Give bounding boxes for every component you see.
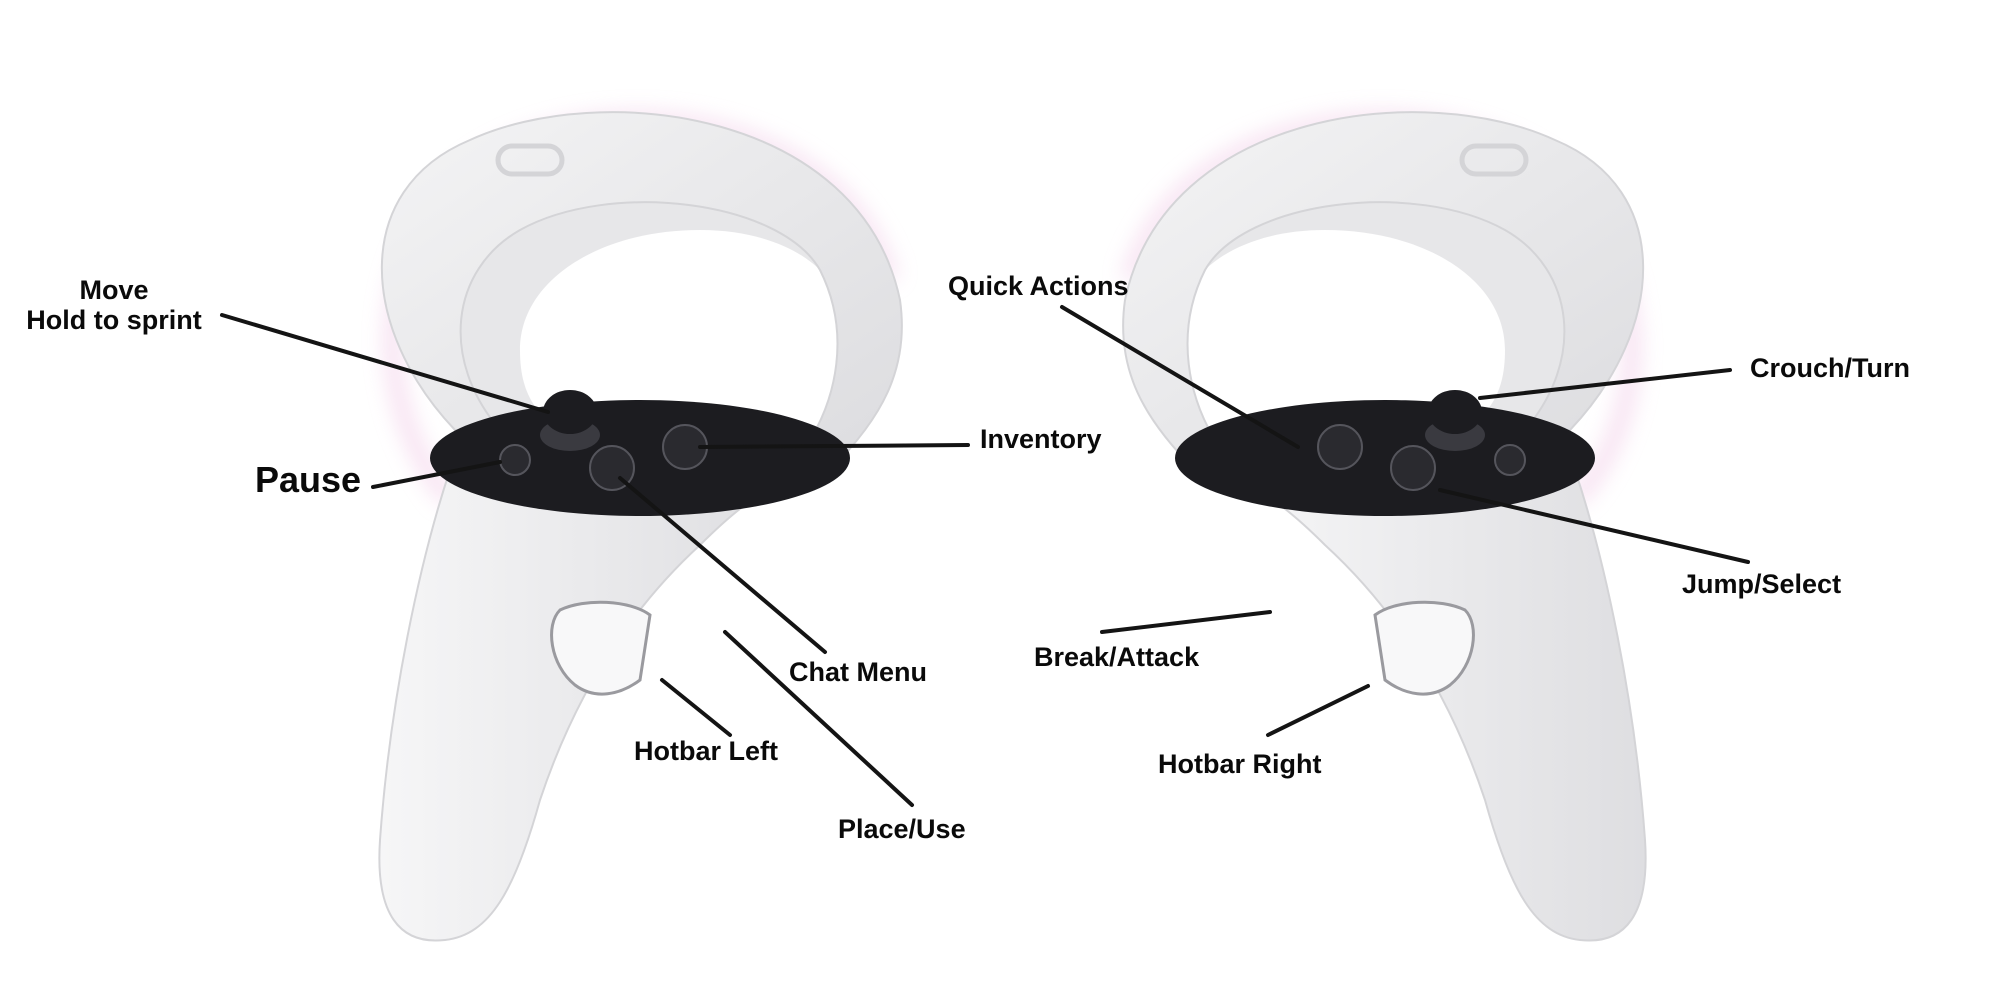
left-thumbstick: [543, 390, 597, 434]
label-inventory: Inventory: [980, 424, 1102, 454]
label-quick-actions: Quick Actions: [948, 271, 1129, 301]
right-a-button: [1390, 445, 1436, 491]
label-chat-menu: Chat Menu: [789, 657, 927, 687]
left-trigger: [550, 600, 652, 696]
label-hotbar-right: Hotbar Right: [1158, 749, 1322, 779]
label-jump-select: Jump/Select: [1682, 569, 1842, 599]
label-crouch-turn: Crouch/Turn: [1750, 353, 1910, 383]
callout-lines: [220, 305, 1750, 807]
line-hotbar-right: [1266, 684, 1370, 737]
line-jump-select: [1438, 488, 1750, 564]
right-thumbstick: [1428, 390, 1482, 434]
label-move: Move Hold to sprint: [22, 275, 206, 335]
right-face-plate: [1175, 400, 1595, 516]
label-hotbar-left: Hotbar Left: [634, 736, 778, 766]
label-pause: Pause: [255, 459, 362, 500]
line-move: [220, 313, 550, 414]
right-trigger: [1373, 600, 1475, 696]
left-ring-inner: [460, 202, 820, 430]
line-break-attack: [1100, 610, 1272, 634]
right-oculus-button: [1494, 444, 1526, 476]
line-inventory: [698, 443, 970, 449]
label-place-use: Place/Use: [838, 814, 966, 844]
left-menu-button: [499, 444, 531, 476]
left-controller: [378, 111, 903, 942]
left-face-plate: [430, 400, 850, 516]
label-break-attack: Break/Attack: [1034, 642, 1200, 672]
label-move-line1: Move: [79, 275, 149, 305]
right-ring-inner: [1205, 202, 1565, 430]
line-place-use: [723, 630, 914, 807]
right-ring-logo: [1459, 143, 1529, 177]
line-quick-actions: [1060, 305, 1300, 449]
line-chat-menu: [618, 476, 827, 654]
left-ring-logo: [495, 143, 565, 177]
right-b-button: [1317, 424, 1363, 470]
line-crouch-turn: [1478, 368, 1732, 400]
right-controller: [1121, 111, 1647, 942]
line-pause: [371, 460, 502, 489]
label-move-line2: Hold to sprint: [26, 304, 202, 335]
line-hotbar-left: [660, 678, 732, 737]
